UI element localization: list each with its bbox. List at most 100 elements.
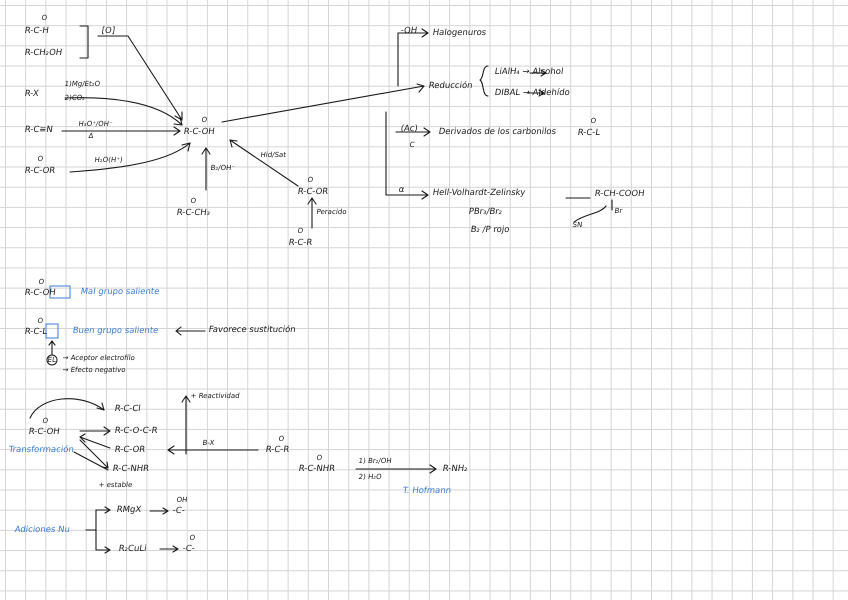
additions-label: Adiciones Nu (13, 525, 71, 535)
amide-reactivity: R-C-NHR (111, 464, 150, 474)
amide2-formula: R-C-NHR (297, 464, 336, 474)
carbonyl-o-acid: O (201, 116, 208, 124)
carbonyl-o-ketone: O (297, 227, 304, 235)
grignard-product: -C- (171, 506, 186, 516)
hvz-product: R-CH-COOH (593, 189, 646, 199)
haloform-reagent: B₂/OH⁻ (210, 164, 236, 172)
arrow-ester-to-acid (79, 436, 111, 449)
carbonyl-o-ketone2: O (278, 435, 285, 443)
carbonyl-o-ester2: O (307, 176, 314, 184)
arrowhead-oxidation (174, 111, 183, 121)
acyl-chloride: R-C-Cl (113, 404, 142, 414)
acceptor-note: → Aceptor electrofílo (62, 354, 136, 362)
pbr3-reagent: PBr₃/Br₂ (467, 207, 503, 217)
oh-label: -OH (399, 26, 418, 36)
ester-reagent: H₂O(H⁺) (94, 156, 124, 164)
arrowhead-el-up (48, 340, 56, 346)
arrowhead-alpha (421, 190, 429, 200)
good-leaving-text: Buen grupo saliente (71, 326, 159, 336)
derivatives-label: Derivados de los carbonilos (437, 127, 557, 137)
arrow-sn (573, 205, 607, 223)
alcohol-formula: R-CH₂OH (23, 48, 63, 58)
acid-formula: R-C-OH (182, 127, 216, 137)
ketone-reactivity: R-C-R (264, 445, 290, 455)
ester-reactivity: R-C-OR (113, 445, 146, 455)
bracket-aldehyde-alcohol (79, 25, 89, 59)
baeyer-label: Peracido (316, 208, 348, 216)
ester2-formula: R-C-OR (296, 187, 329, 197)
carbonyl-o-cuprate: O (189, 534, 196, 542)
brace-reduction (479, 65, 489, 97)
favors-substitution: Favorece sustitución (207, 325, 297, 335)
arrowhead-saponification (229, 139, 238, 148)
arrow-acid-to-chloride (29, 398, 105, 419)
nitrile-condition: Δ (88, 132, 94, 140)
arrowhead-acid-to-chloride (96, 402, 105, 411)
nitrile-formula: R-C≡N (23, 125, 54, 135)
arrowhead-baeyer (307, 197, 317, 205)
dibal-line: DIBAL → Aldehído (493, 88, 571, 98)
arrowhead-grignard-add (104, 506, 111, 514)
hofmann-label: T. Hofmann (401, 486, 452, 496)
oxidant-label: [O] (100, 26, 116, 36)
methylketone-formula: R-C-CH₃ (175, 208, 211, 218)
box-l (45, 323, 59, 339)
arrow-transform (73, 451, 109, 471)
reduction-label: Reducción (427, 81, 474, 91)
arrowhead-ketone-to-ester (167, 445, 175, 455)
arrowhead-reactivity-up (181, 395, 191, 403)
acid-reactivity: R-C-OH (27, 427, 61, 437)
more-stable: + estable (98, 481, 133, 489)
carbonyl-o-acid-cycle: O (42, 417, 49, 425)
hofmann-reagent-1: 1) Br₂/OH (358, 457, 393, 465)
arrowhead-ester-to-acid (79, 433, 86, 443)
hofmann-reagent-2: 2) H₂O (358, 473, 383, 481)
lialh4-line: LiAlH₄ → Alcohol (493, 67, 564, 77)
arrow-oxidation (97, 35, 183, 121)
carbonyl-o-ester: O (37, 155, 44, 163)
arrowhead-cuprate-add (104, 546, 111, 554)
hvz-name: Hell-Volhardt-Zelinsky (431, 188, 526, 198)
bx-label: B-X (202, 439, 215, 447)
arrowhead-favors (175, 326, 182, 336)
arrowhead-nitrile (173, 126, 181, 136)
arrowhead-to-anhydride (103, 426, 111, 436)
good-leaving-formula: R-C-L (23, 327, 48, 337)
aldehyde-formula: R-C-H (23, 26, 50, 36)
bracket-additions (95, 509, 111, 551)
arrowhead-to-amide (101, 461, 109, 469)
carbonyl-o-good: O (37, 317, 44, 325)
arrowhead-cuprate-product (172, 545, 179, 553)
alpha-label: α (397, 185, 405, 195)
arrowhead-oh (421, 28, 429, 38)
cuprate-product: -C- (181, 544, 196, 554)
arrow-acid-to-reactions (221, 85, 425, 123)
arrowhead-haloform (201, 147, 211, 155)
negative-effect-note: → Efecto negativo (62, 366, 127, 374)
carbonyl-o-aldehyde: O (41, 14, 48, 22)
arrowhead-grignard (173, 116, 183, 126)
carbonyl-o-acyl: O (590, 117, 597, 125)
sn-label: SN (572, 221, 583, 229)
cuprate-reagent: R₂CuLi (117, 544, 148, 554)
acyl-formula: R-C-L (576, 128, 601, 138)
ac-label: (Ac) (399, 124, 419, 134)
p-red-reagent: B₂ /P rojo (469, 225, 511, 235)
arrowhead-derivatives (423, 127, 431, 137)
arrowhead-acid-to-reactions (416, 83, 425, 93)
transformation-label: Transformación (7, 445, 75, 455)
anhydride: R-C-O-C-R (113, 426, 159, 436)
hydrolysis-label: Hid/Sat (260, 151, 287, 159)
halide-reagent-1: 1)Mg/Et₂O (64, 80, 101, 88)
bad-leaving-text: Mal grupo saliente (79, 287, 161, 297)
arrowhead-ester-hydrolysis (181, 142, 191, 152)
grignard-oh: OH (176, 496, 188, 504)
ac-sub: C (409, 141, 416, 149)
ester-formula: R-C-OR (23, 166, 56, 176)
arrowhead-grignard-product (162, 507, 169, 515)
halide-reagent-2: 2)CO₂ (64, 94, 86, 102)
hvz-br: Br (614, 207, 623, 215)
arrow-to-amide (79, 439, 109, 469)
amine-product: R-NH₂ (441, 464, 469, 474)
